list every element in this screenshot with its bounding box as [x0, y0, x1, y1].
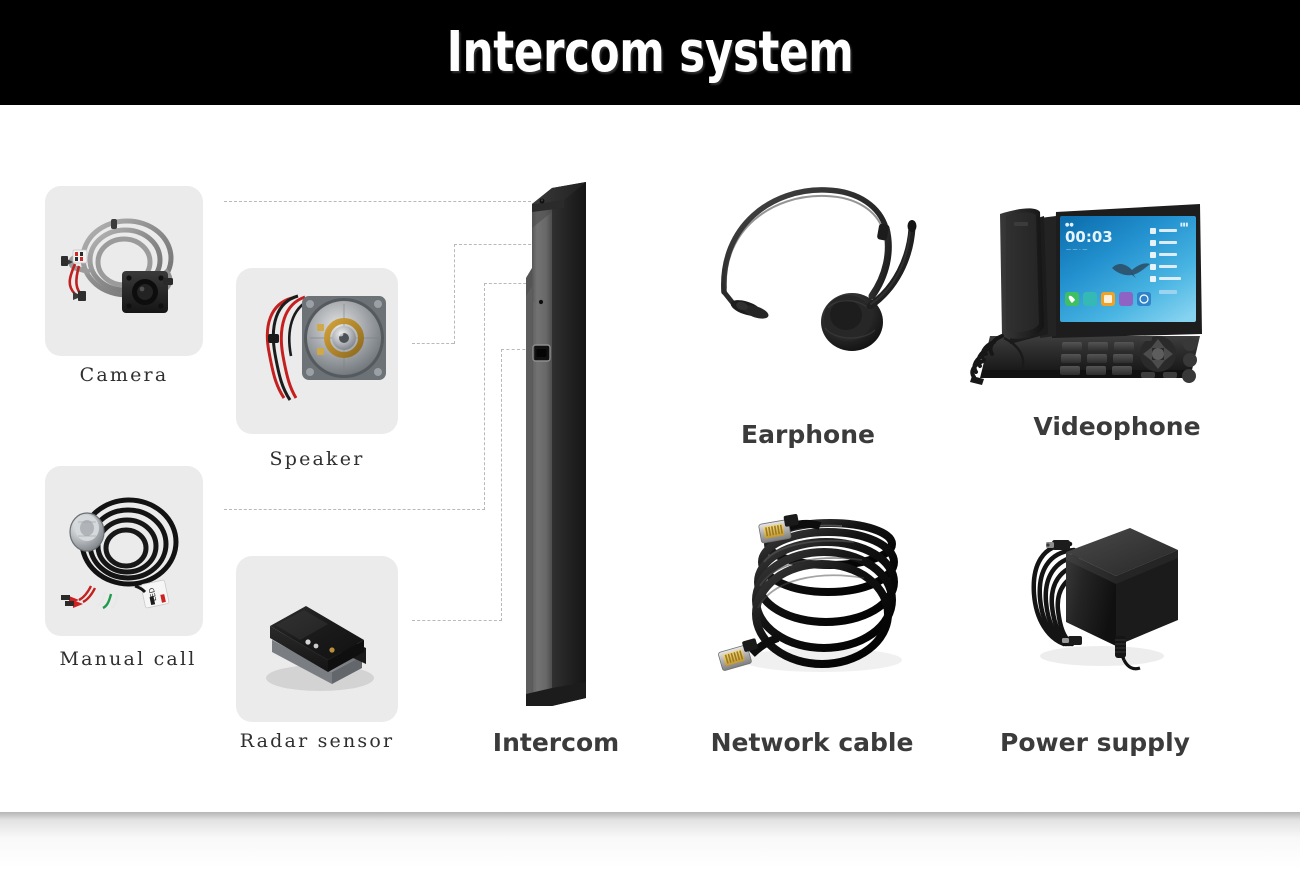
connector-radar-top: [501, 349, 536, 350]
label-videophone: Videophone: [1033, 412, 1201, 441]
connector-radar: [412, 620, 502, 621]
tile-manual-call[interactable]: LED: [45, 466, 203, 636]
svg-text:LED: LED: [148, 587, 159, 602]
radar-sensor-image: [266, 606, 374, 691]
power-supply-image[interactable]: [1012, 510, 1202, 690]
label-manual-call: Manual call: [59, 648, 197, 670]
tile-camera[interactable]: [45, 186, 203, 356]
svg-text:▮▮▮: ▮▮▮: [1180, 222, 1189, 228]
power-supply-svg: [1031, 528, 1178, 671]
speaker-image: [265, 294, 386, 401]
svg-text:●●: ●●: [1065, 222, 1074, 228]
tile-radar-sensor[interactable]: [236, 556, 398, 722]
connector-speaker-stub: [412, 343, 454, 344]
label-radar-sensor: Radar sensor: [239, 730, 395, 752]
svg-text:— — · —: — — · —: [1066, 247, 1087, 253]
label-network-cable: Network cable: [710, 728, 914, 757]
intercom-pillar[interactable]: [520, 182, 594, 712]
label-power-supply: Power supply: [1000, 728, 1190, 757]
connector-radar-riser: [501, 349, 502, 621]
connector-speaker-riser: [454, 244, 455, 344]
label-camera: Camera: [79, 364, 169, 386]
network-cable-image[interactable]: [712, 500, 932, 700]
label-earphone: Earphone: [741, 420, 875, 449]
sheet-bottom-shadow: [0, 812, 1300, 872]
headset-image: [721, 187, 917, 351]
connector-camera: [224, 201, 531, 202]
connector-speaker-top: [454, 244, 536, 245]
videophone-clock: 00:03: [1065, 228, 1113, 246]
connector-manualcall-riser: [484, 283, 485, 510]
tile-speaker[interactable]: [236, 268, 398, 434]
label-intercom: Intercom: [492, 728, 620, 757]
earphone-image[interactable]: [710, 180, 930, 380]
page-title: Intercom system: [446, 20, 854, 85]
network-cable-svg: [718, 514, 902, 672]
connector-manualcall-top: [484, 283, 536, 284]
camera-image: [61, 218, 174, 313]
videophone-image[interactable]: ●● ▮▮▮ 00:03 — — · —: [944, 186, 1214, 396]
title-banner: Intercom system: [0, 0, 1300, 105]
videophone-svg: ●● ▮▮▮ 00:03 — — · —: [970, 204, 1202, 385]
manual-call-image: LED: [61, 497, 179, 610]
connector-manualcall: [224, 509, 485, 510]
intercom-image: [526, 182, 586, 706]
label-speaker: Speaker: [269, 448, 365, 470]
